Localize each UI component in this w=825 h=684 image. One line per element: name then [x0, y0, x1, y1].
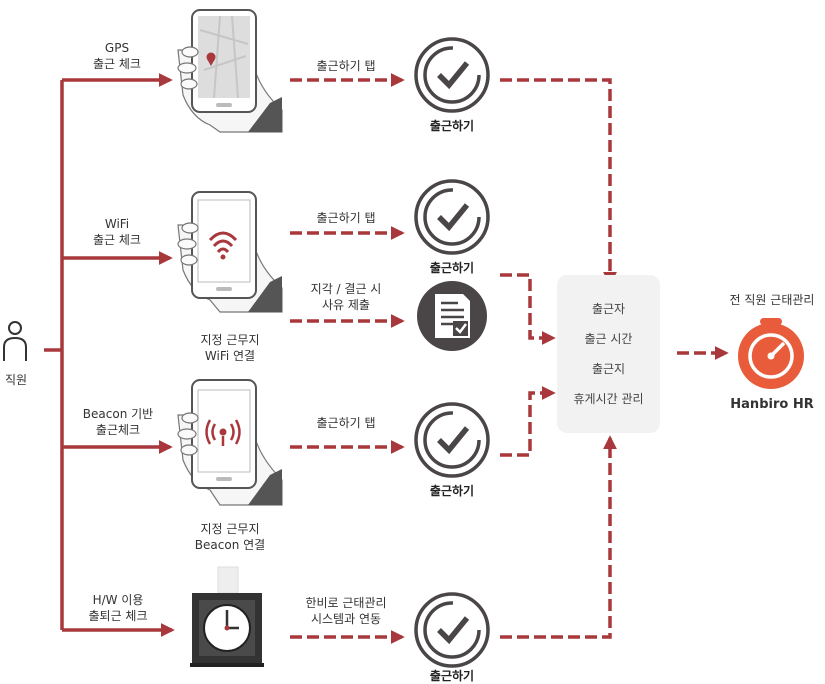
- checkin-icon-4: [414, 592, 490, 668]
- attendance-summary-panel: 출근자 출근 시간 출근지 휴게시간 관리: [557, 275, 660, 433]
- employee-label: 직원: [4, 373, 28, 387]
- checkin-caption-2: 출근하기: [429, 261, 475, 275]
- summary-item-attendee: 출근자: [591, 302, 626, 316]
- beacon-tap-label: 출근하기 탭: [316, 416, 376, 430]
- gps-tap-label: 출근하기 탭: [316, 59, 376, 73]
- summary-item-checkin-time: 출근 시간: [584, 332, 633, 346]
- all-staff-attendance-title: 전 직원 근태관리: [729, 293, 815, 307]
- summary-item-break-management: 휴게시간 관리: [573, 392, 644, 406]
- checkin-caption-3: 출근하기: [429, 484, 475, 498]
- hardware-clock-icon: [190, 566, 264, 667]
- wifi-tap-label: 출근하기 탭: [316, 211, 376, 225]
- checkin-icon-1: [414, 37, 490, 113]
- hanbiro-hr-name: Hanbiro HR: [730, 397, 814, 412]
- summary-item-checkin-location: 출근지: [591, 362, 626, 376]
- checkin-icon-3: [414, 402, 490, 478]
- checkin-caption-4: 출근하기: [429, 669, 475, 683]
- beacon-phone-icon: [177, 379, 283, 506]
- hanbiro-hr-logo-icon: [738, 318, 804, 389]
- employee-connectors: [44, 73, 175, 637]
- checkin-icon-2: [414, 179, 490, 255]
- wifi-phone-icon: [177, 191, 283, 313]
- checkin-to-summary-arrows: [500, 78, 729, 639]
- document-icon: [417, 281, 487, 351]
- gps-phone-icon: [177, 9, 283, 133]
- method-to-checkin-arrows: [290, 73, 405, 644]
- checkin-caption-1: 출근하기: [429, 119, 475, 133]
- employee-icon: [3, 321, 27, 361]
